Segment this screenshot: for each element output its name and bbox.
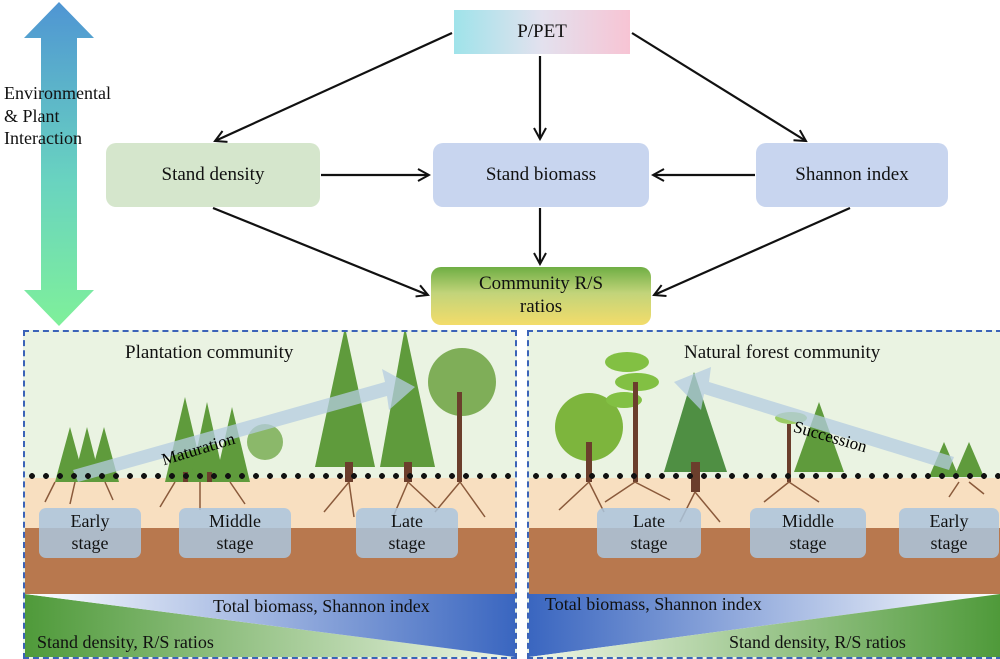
label-line: Interaction: [4, 128, 82, 148]
node-label: P/PET: [517, 20, 567, 42]
node-label: Community R/S: [478, 273, 604, 295]
edge-density-rs: [212, 206, 428, 295]
node-label: Stand biomass: [485, 163, 597, 185]
node-shannon-index: Shannon index: [756, 143, 948, 207]
environmental-plant-interaction-label: Environmental & Plant Interaction: [4, 82, 111, 150]
trend-wedges: [25, 594, 515, 657]
natural-forest-community-panel: Succession Natural forest community Late…: [527, 330, 1000, 659]
double-arrow-vertical-icon: [24, 2, 94, 326]
label-line: & Plant: [4, 105, 60, 126]
increasing-label: Total biomass, Shannon index: [213, 596, 430, 616]
edges-layer: [212, 31, 851, 330]
edge-ppet-density: [215, 31, 453, 141]
decreasing-wedge: [529, 594, 1000, 657]
increasing-wedge: [25, 594, 515, 657]
edge-shannon-rs: [654, 206, 851, 295]
increasing-label: Total biomass, Shannon index: [545, 594, 762, 614]
node-stand-biomass: Stand biomass: [433, 143, 649, 207]
node-label: ratios: [519, 296, 563, 317]
decreasing-label: Stand density, R/S ratios: [729, 632, 906, 652]
plantation-trees: Maturation: [44, 332, 496, 518]
node-stand-density: Stand density: [106, 143, 320, 207]
node-label: Stand density: [161, 163, 265, 185]
ground-line: [529, 472, 1000, 480]
node-label: Shannon index: [795, 163, 909, 185]
label-line: Environmental: [4, 83, 111, 103]
ground-line: [25, 472, 515, 480]
node-ppet: P/PET: [454, 10, 630, 54]
decreasing-label: Stand density, R/S ratios: [37, 632, 214, 652]
maturation-arrow: [73, 369, 415, 482]
panel-title: Natural forest community: [684, 342, 881, 363]
panel-title: Plantation community: [125, 342, 294, 363]
trend-wedges: [529, 594, 1000, 657]
edge-ppet-shannon: [631, 32, 806, 141]
succession-arrow: [674, 367, 954, 470]
